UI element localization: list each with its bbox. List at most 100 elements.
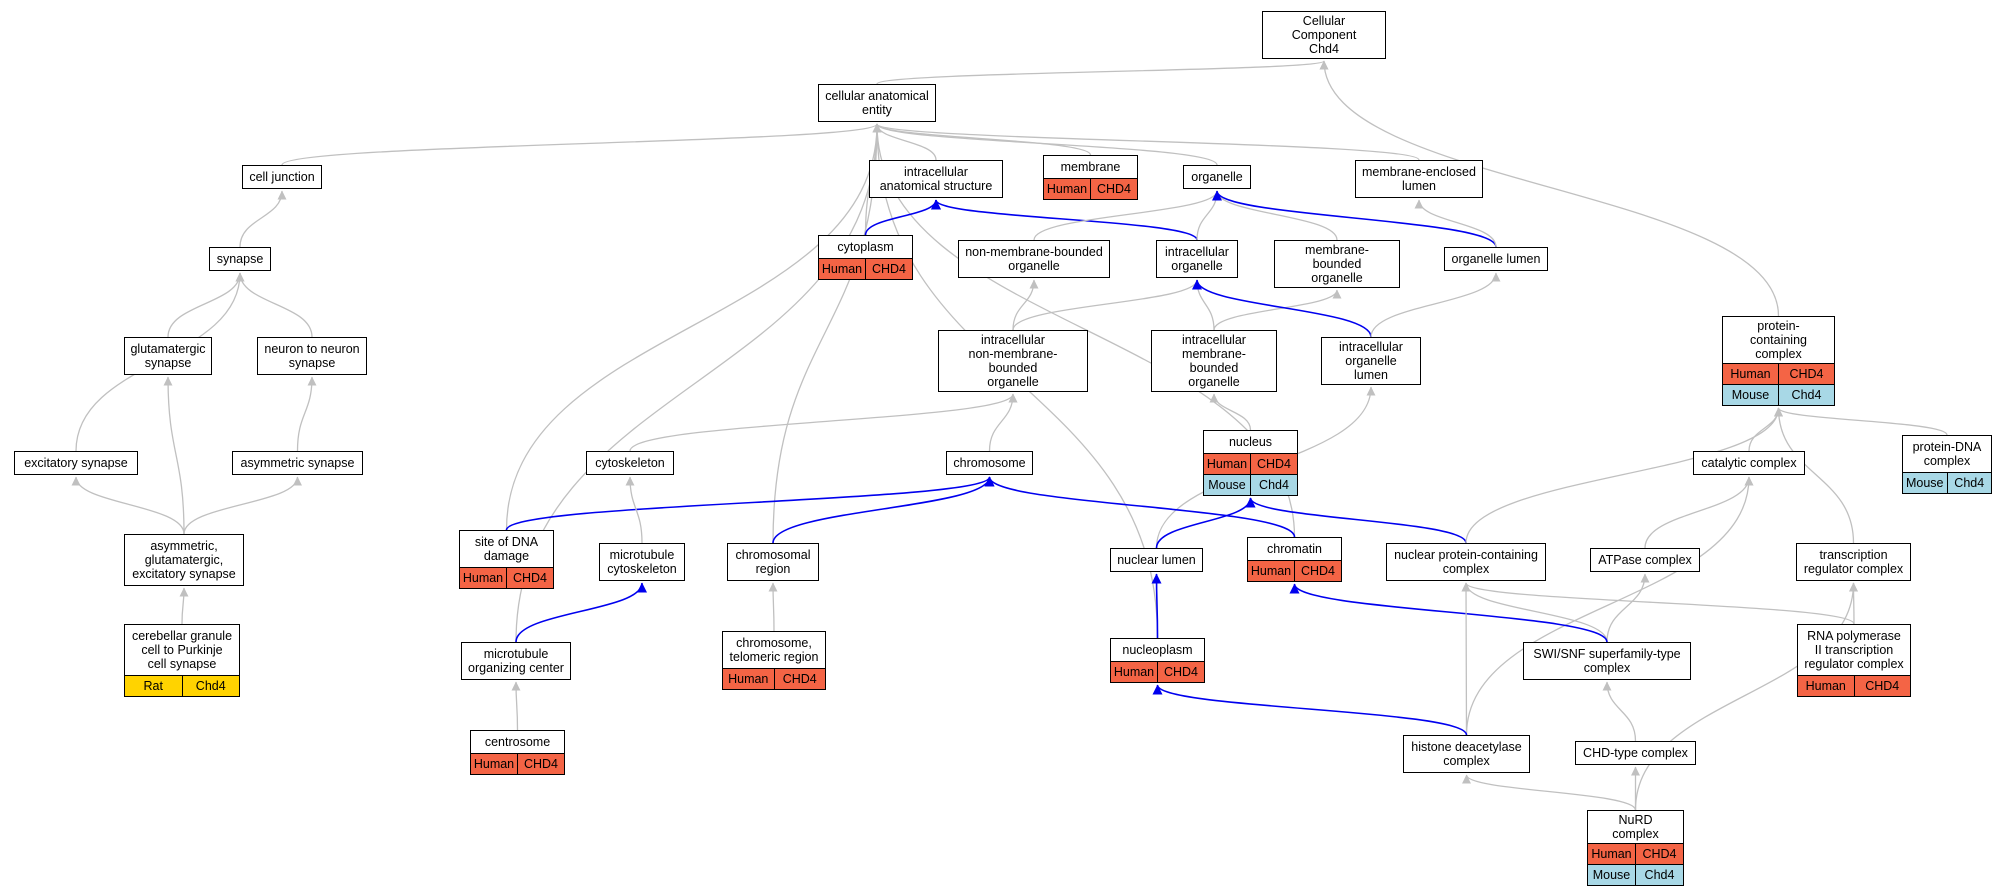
edge-npcc-to-pcc [1465, 407, 1783, 544]
node-label: chromosome [953, 456, 1026, 470]
edge-nucleoplasm-to-nuc_lumen [1151, 573, 1162, 639]
node-rna-polymerase-ii-transcription-regulator-complex[interactable]: RNA polymerase II transcription regulato… [1797, 624, 1911, 697]
node-organelle-lumen[interactable]: organelle lumen [1444, 247, 1548, 271]
node-label: intracellular non-membrane-bounded organ… [968, 333, 1058, 389]
species-label: Human [1250, 564, 1292, 578]
edge-chd_cx-to-swisnf [1602, 681, 1637, 742]
gene-label: CHD4 [1250, 454, 1297, 474]
node-atpase-complex[interactable]: ATPase complex [1590, 548, 1700, 572]
node-intracellular-non-membrane-bounded-organelle[interactable]: intracellular non-membrane-bounded organ… [938, 330, 1088, 392]
node-asymmetric-glutamatergic-excitatory-synapse[interactable]: asymmetric, glutamatergic, excitatory sy… [124, 534, 244, 586]
edge-cytoplasm-to-ias [864, 199, 941, 236]
edge-cell_junction-to-cae [281, 123, 882, 166]
node-nuclear-protein-containing-complex[interactable]: nuclear protein-containing complex [1386, 543, 1546, 581]
gene-label: Chd4 [1635, 865, 1683, 885]
edge-mbo-to-organelle [1212, 190, 1338, 241]
node-label: neuron to neuron synapse [264, 342, 360, 370]
annotation-row-mouse: Mouse Chd4 [1588, 864, 1683, 885]
edge-sdd-to-chromosome [505, 476, 995, 531]
node-asymmetric-synapse[interactable]: asymmetric synapse [232, 451, 363, 475]
node-intracellular-anatomical-structure[interactable]: intracellular anatomical structure [869, 160, 1003, 198]
edge-pdna-to-pcc [1774, 407, 1948, 436]
edge-ages-to-asym_syn [183, 476, 302, 535]
edge-chrom_reg-to-chromosome [772, 476, 995, 544]
node-cellular-component-root[interactable]: Cellular Component Chd4 [1262, 11, 1386, 59]
node-chromosomal-region[interactable]: chromosomal region [727, 543, 819, 581]
gene-label: CHD4 [1090, 179, 1137, 199]
node-membrane-enclosed-lumen[interactable]: membrane-enclosed lumen [1355, 160, 1483, 198]
node-intracellular-organelle-lumen[interactable]: intracellular organelle lumen [1321, 337, 1421, 385]
gene-label: CHD4 [517, 754, 564, 774]
node-excitatory-synapse[interactable]: excitatory synapse [14, 451, 138, 475]
node-cytoskeleton[interactable]: cytoskeleton [586, 451, 674, 475]
node-cell-junction[interactable]: cell junction [242, 165, 322, 189]
species-label: Mouse [1592, 868, 1631, 882]
edge-ages-to-glut_syn [163, 376, 185, 535]
edge-mel-to-cae [872, 123, 1420, 161]
node-histone-deacetylase-complex[interactable]: histone deacetylase complex [1403, 735, 1530, 773]
node-catalytic-complex[interactable]: catalytic complex [1693, 451, 1805, 475]
edge-nurd-to-trc [1634, 582, 1858, 811]
node-label: nuclear lumen [1117, 553, 1196, 567]
node-swi-snf-superfamily-type-complex[interactable]: SWI/SNF superfamily-type complex [1523, 642, 1691, 680]
node-nuclear-lumen[interactable]: nuclear lumen [1110, 548, 1203, 572]
edge-chrom_reg-to-cae [772, 123, 882, 544]
node-label: intracellular membrane-bounded organelle [1182, 333, 1246, 389]
edge-swisnf-to-atpase [1606, 573, 1650, 643]
node-label: transcription regulator complex [1803, 548, 1904, 576]
edge-inmbo-to-nmbo [1012, 279, 1039, 331]
node-intracellular-membrane-bounded-organelle[interactable]: intracellular membrane-bounded organelle [1151, 330, 1277, 392]
node-transcription-regulator-complex[interactable]: transcription regulator complex [1796, 543, 1911, 581]
node-label: cellular anatomical entity [825, 89, 929, 117]
gene-label: CHD4 [865, 259, 912, 279]
node-label: protein-containing complex [1750, 319, 1807, 361]
node-microtubule-organizing-center[interactable]: microtubule organizing center [461, 642, 571, 680]
node-neuron-to-neuron-synapse[interactable]: neuron to neuron synapse [257, 337, 367, 375]
node-label: CHD-type complex [1583, 746, 1688, 760]
node-glutamatergic-synapse[interactable]: glutamatergic synapse [124, 337, 212, 375]
edge-cae-to-root [876, 60, 1329, 85]
node-chromosome[interactable]: chromosome [946, 451, 1033, 475]
edge-centrosome-to-mtoc [511, 681, 521, 731]
edge-sdd-to-cae [505, 123, 882, 531]
node-organelle[interactable]: organelle [1183, 165, 1251, 189]
node-synapse[interactable]: synapse [209, 247, 271, 271]
edge-mt_cyto-to-cytoskeleton [625, 476, 643, 544]
edge-io-to-organelle [1196, 190, 1222, 241]
edge-nmbo-to-organelle [1033, 190, 1222, 241]
node-label: SWI/SNF superfamily-type complex [1533, 647, 1681, 675]
node-label: site of DNA damage [474, 535, 539, 563]
node-non-membrane-bounded-organelle[interactable]: non-membrane-bounded organelle [958, 240, 1110, 278]
gene-label: Chd4 [1250, 475, 1297, 495]
gene-label: CHD4 [1853, 676, 1911, 696]
node-chd-type-complex[interactable]: CHD-type complex [1575, 741, 1696, 765]
node-microtubule-cytoskeleton[interactable]: microtubule cytoskeleton [599, 543, 685, 581]
edge-nuc_lumen-to-nucleus [1155, 497, 1256, 549]
gene-label: CHD4 [1635, 844, 1683, 864]
node-label: nucleus [1228, 435, 1273, 449]
species-label: Human [728, 672, 769, 686]
node-cerebellar-granule-cell-to-purkinje-cell-synapse[interactable]: cerebellar granule cell to Purkinje cell… [124, 624, 240, 697]
edge-hdac-to-npcc [1461, 582, 1471, 736]
gene-label: CHD4 [773, 669, 826, 689]
node-cellular-anatomical-entity[interactable]: cellular anatomical entity [818, 84, 936, 122]
node-intracellular-organelle[interactable]: intracellular organelle [1156, 240, 1238, 278]
node-membrane-bounded-organelle[interactable]: membrane-bounded organelle [1274, 240, 1400, 288]
